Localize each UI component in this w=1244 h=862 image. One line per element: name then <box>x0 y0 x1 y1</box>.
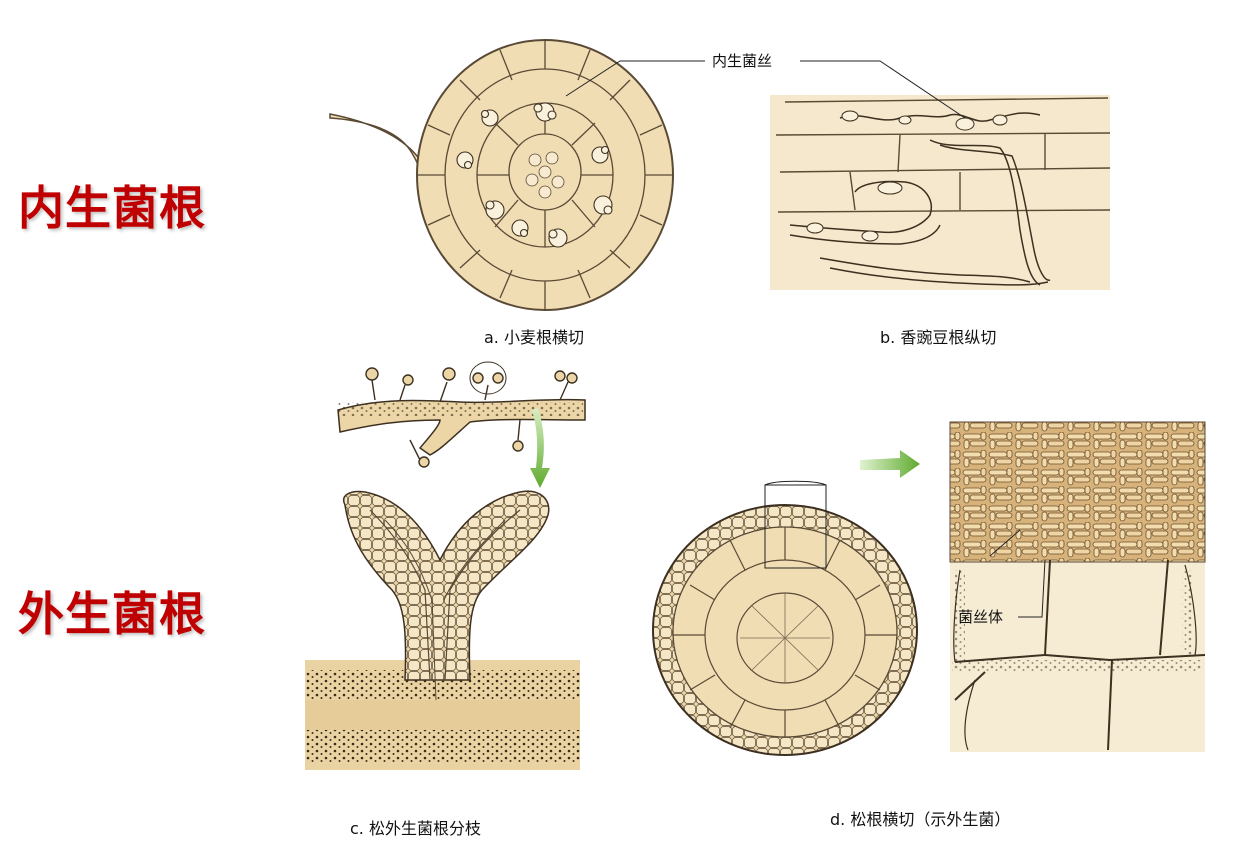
right-arrow <box>860 450 920 478</box>
mycelium-label: 菌丝体 <box>958 608 1003 626</box>
caption-a: a. 小麦根横切 <box>484 328 584 347</box>
endomycorrhiza-title: 内生菌根 <box>18 181 206 235</box>
caption-b: b. 香豌豆根纵切 <box>880 328 997 347</box>
caption-c: c. 松外生菌根分枝 <box>350 819 481 838</box>
ectomycorrhiza-title: 外生菌根 <box>18 587 206 641</box>
pine-ectomycorrhiza-y-branch <box>305 490 580 770</box>
pine-root-branch-sketch <box>337 361 586 468</box>
caption-d: d. 松根横切（示外生菌） <box>830 810 1011 829</box>
mycelium-leader-line <box>1018 559 1046 618</box>
endo-hyphae-label: 内生菌丝 <box>712 52 772 70</box>
endo-hyphae-leader-lines <box>565 60 966 119</box>
wheat-root-cross-section <box>329 39 674 311</box>
mycelium-pointer <box>989 529 1021 557</box>
pine-root-cross-section <box>652 480 918 756</box>
fungal-mantle-magnified <box>949 421 1206 752</box>
sweet-pea-root-longitudinal-section <box>770 95 1111 290</box>
down-arrow <box>530 408 550 488</box>
